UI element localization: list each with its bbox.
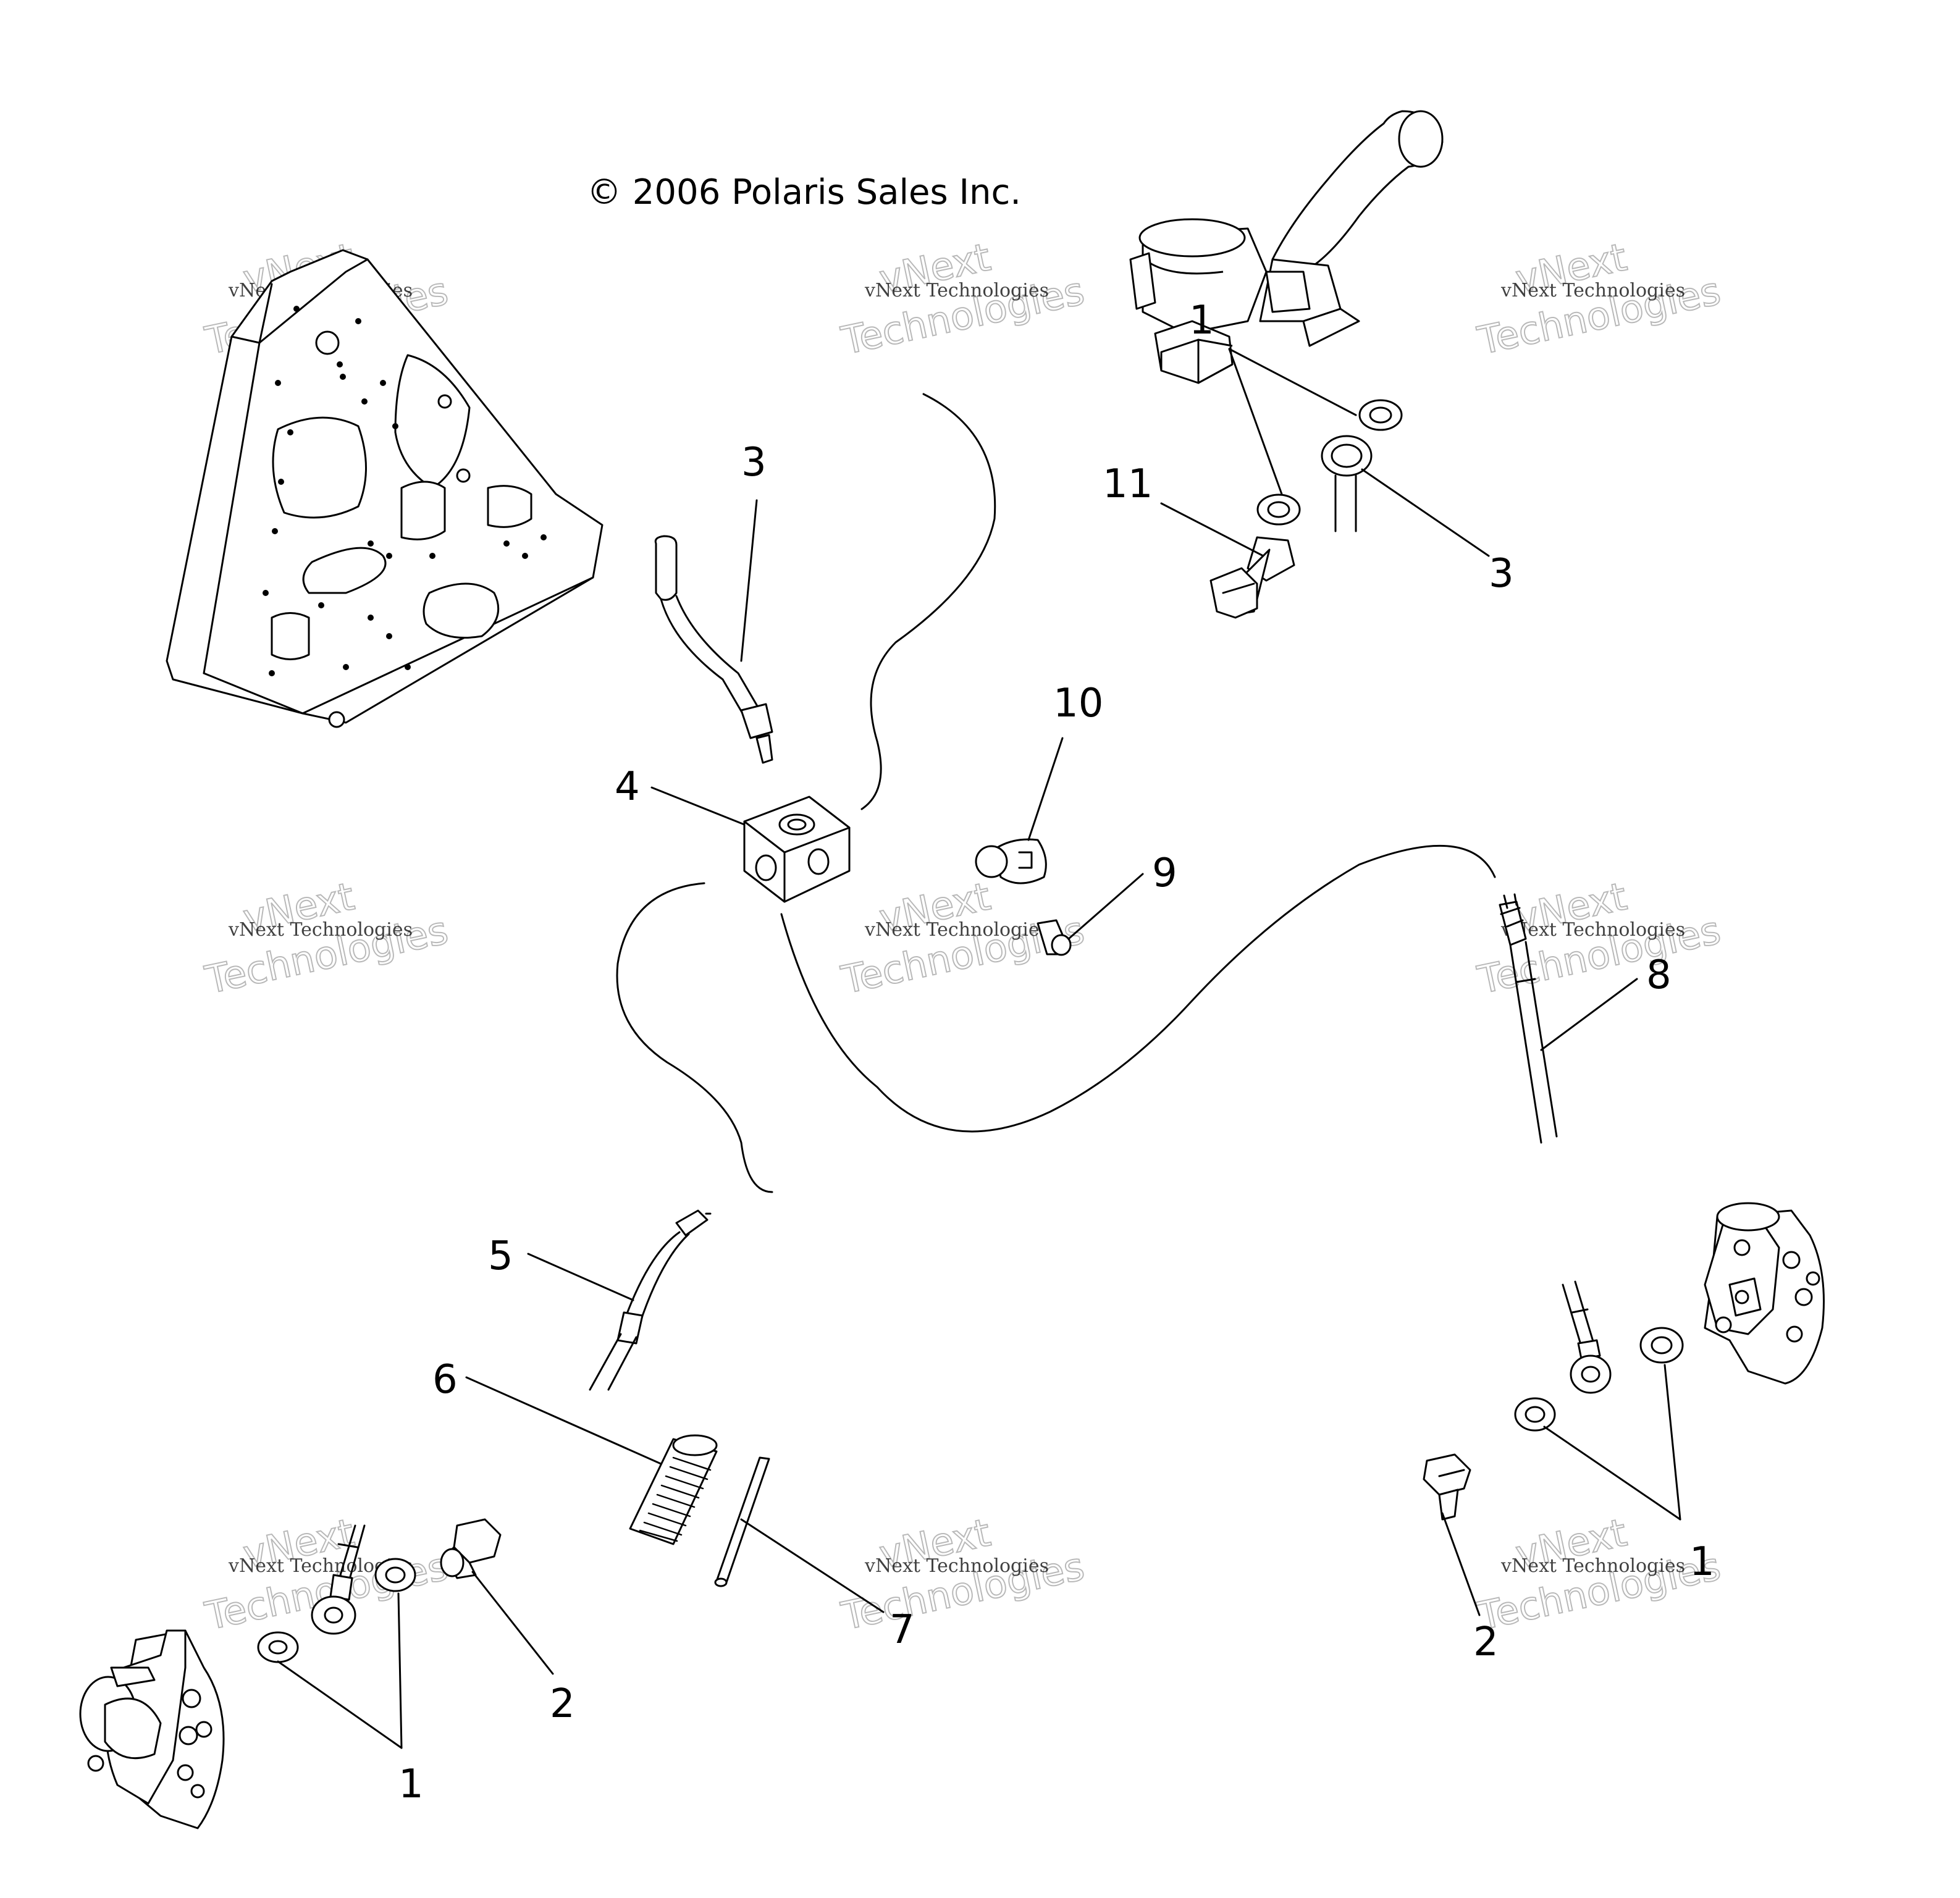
copyright-text: © 2006 Polaris Sales Inc. xyxy=(587,172,1021,212)
short-steel-line xyxy=(654,535,773,764)
callout-2: 2 xyxy=(550,1681,575,1727)
left-washer-outer xyxy=(374,1558,416,1592)
leader-lines xyxy=(277,348,1681,1749)
bleeder-cap xyxy=(975,838,1047,884)
callout-1: 1 xyxy=(1689,1539,1715,1585)
svg-text:vNext Technologies: vNext Technologies xyxy=(864,1555,1049,1577)
bulkhead-panel xyxy=(166,249,604,728)
right-caliper-hose-end xyxy=(1562,1280,1612,1394)
right-brake-hose xyxy=(1499,893,1558,1144)
master-banjo-bolt xyxy=(1209,536,1295,619)
right-washer-outer xyxy=(1639,1327,1684,1364)
callout-1: 1 xyxy=(398,1762,424,1807)
callout-11: 11 xyxy=(1103,461,1153,507)
svg-text:vNext Technologies: vNext Technologies xyxy=(864,280,1049,301)
master-upper-washer xyxy=(1358,399,1403,431)
right-banjo-bolt xyxy=(1423,1453,1471,1521)
clevis-pin xyxy=(714,1456,770,1587)
callout-10: 10 xyxy=(1053,681,1103,726)
left-brake-line xyxy=(616,882,773,1193)
callout-9: 9 xyxy=(1152,850,1177,896)
svg-text:vNext Technologies: vNext Technologies xyxy=(864,919,1049,941)
bleeder-valve xyxy=(1037,919,1072,956)
callout-8: 8 xyxy=(1646,952,1672,998)
svg-text:vNext Technologies: vNext Technologies xyxy=(1500,919,1685,941)
left-caliper-hose-end xyxy=(311,1524,366,1635)
left-washer-inner xyxy=(257,1631,299,1663)
svg-text:vNext Technologies: vNext Technologies xyxy=(228,919,413,941)
right-caliper xyxy=(1704,1202,1825,1385)
svg-text:vNext Technologies: vNext Technologies xyxy=(1500,280,1685,301)
callout-1: 1 xyxy=(1189,298,1214,343)
junction-block xyxy=(743,796,851,903)
watermark: vNext vNext Technologies Technologies xyxy=(837,233,1089,364)
watermark: vNext vNext Technologies Technologies xyxy=(201,873,453,1003)
callout-3: 3 xyxy=(741,440,767,485)
left-brake-hose xyxy=(589,1209,712,1391)
callout-3: 3 xyxy=(1489,551,1514,597)
watermark: vNext vNext Technologies Technologies xyxy=(1473,233,1725,364)
watermark: vNext vNext Technologies Technologies xyxy=(1473,1509,1725,1639)
left-caliper xyxy=(79,1629,225,1829)
watermark: vNext vNext Technologies Technologies xyxy=(837,1509,1089,1639)
master-banjo-fitting xyxy=(1321,435,1373,532)
right-brake-line xyxy=(780,844,1496,1133)
master-lower-washer xyxy=(1256,493,1301,526)
callout-5: 5 xyxy=(488,1233,513,1279)
left-banjo-bolt xyxy=(440,1518,502,1579)
callout-2: 2 xyxy=(1473,1619,1499,1665)
callout-4: 4 xyxy=(615,764,640,810)
callout-6: 6 xyxy=(432,1357,458,1403)
callout-7: 7 xyxy=(890,1607,915,1653)
upper-brake-line xyxy=(860,393,996,810)
right-washer-inner xyxy=(1514,1397,1556,1432)
return-spring xyxy=(629,1434,718,1545)
callout-labels: 1 3 11 3 4 10 9 8 5 6 7 2 1 2 1 xyxy=(398,298,1715,1807)
master-cylinder xyxy=(1129,110,1444,384)
svg-text:vNext Technologies: vNext Technologies xyxy=(1500,1555,1685,1577)
